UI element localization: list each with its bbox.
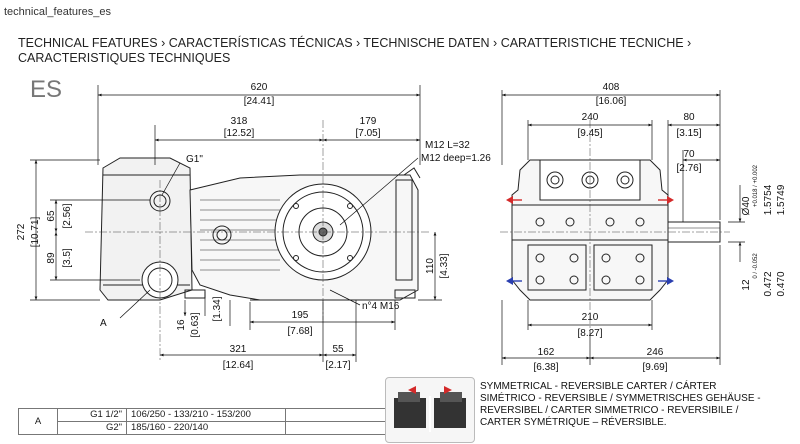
- dim-89-in: [3.5]: [62, 248, 73, 268]
- dim-272-in: [10.71]: [30, 216, 41, 247]
- label-m12-deep: M12 deep=1.26: [421, 153, 491, 164]
- dim-16-in: [0.63]: [190, 312, 201, 337]
- dim-70: 70: [683, 149, 695, 160]
- dim-195: 195: [292, 310, 309, 321]
- label-n4m16: n°4 M16: [362, 301, 400, 312]
- dim-55-in: [2.17]: [325, 360, 350, 371]
- dim-179-in: [7.05]: [355, 128, 380, 139]
- symmetrical-line: SIMÉTRICO - REVERSIBLE / SYMMETRISCHES G…: [480, 393, 761, 404]
- table-row: A G1 1/2" 106/250 - 133/210 - 153/200: [18, 408, 404, 435]
- dim-110: 110: [425, 258, 436, 274]
- dim-key-tol: 0 / -0.052: [753, 253, 759, 279]
- file-name: technical_features_es: [4, 6, 112, 18]
- series-name: ES: [30, 76, 63, 103]
- dim-210: 210: [582, 312, 599, 323]
- spec-table: A G1 1/2" 106/250 - 133/210 - 153/200 G2…: [18, 408, 404, 435]
- label-m12: M12 L=32: [425, 140, 470, 151]
- dim-key-in-b: 0.470: [776, 271, 787, 296]
- dim-408-in: [16.06]: [596, 96, 627, 107]
- dim-408: 408: [603, 82, 620, 93]
- dim-65-in: [2.56]: [62, 203, 73, 228]
- dim-620-in: [24.41]: [244, 96, 275, 107]
- spec-port: G1 1/2": [57, 408, 127, 422]
- dim-240-in: [9.45]: [577, 128, 602, 139]
- dim-34-in: [1.34]: [212, 296, 223, 321]
- dim-318: 318: [231, 116, 248, 127]
- dim-shaft-in-b: 1.5749: [776, 184, 787, 215]
- dim-key: 12: [741, 279, 752, 291]
- dim-key-in-a: 0.472: [763, 271, 774, 296]
- dim-80: 80: [683, 112, 695, 123]
- dim-110-in: [4.33]: [439, 253, 450, 278]
- symmetrical-line: CARTER SYMÉTRIQUE – RÉVERSIBLE.: [480, 417, 667, 428]
- dim-321-in: [12.64]: [223, 360, 254, 371]
- dim-620: 620: [251, 82, 268, 93]
- page-title: TECHNICAL FEATURES › CARACTERÍSTICAS TÉC…: [18, 36, 692, 65]
- dim-210-in: [8.27]: [577, 328, 602, 339]
- dim-16: 16: [176, 319, 187, 331]
- symmetrical-line: REVERSIBEL / CARTER SIMMETRICO - REVERSI…: [480, 405, 739, 416]
- dim-shaft-tol: +0.018 / +0.002: [753, 164, 759, 207]
- dim-shaft-in-a: 1.5754: [763, 184, 774, 215]
- spec-values: 185/160 - 220/140: [126, 421, 286, 435]
- dim-179: 179: [360, 116, 377, 127]
- dim-240: 240: [582, 112, 599, 123]
- symmetrical-note: SYMMETRICAL - REVERSIBLE CARTER / CÁRTER…: [480, 381, 800, 429]
- spec-port: G2": [57, 421, 127, 435]
- dim-162: 162: [538, 347, 555, 358]
- dim-shaft: Ø40: [741, 196, 752, 215]
- label-a: A: [100, 318, 107, 329]
- table-row: G2" 185/160 - 220/140: [19, 421, 404, 435]
- dim-70-in: [2.76]: [676, 163, 701, 174]
- dim-195-in: [7.68]: [287, 326, 312, 337]
- front-view: [511, 159, 721, 301]
- label-g1: G1": [186, 154, 203, 165]
- dim-318-in: [12.52]: [224, 128, 255, 139]
- dim-162-in: [6.38]: [533, 362, 558, 373]
- symmetrical-line: SYMMETRICAL - REVERSIBLE CARTER / CÁRTER: [480, 381, 717, 392]
- spec-empty: [285, 421, 404, 435]
- dim-272: 272: [16, 223, 27, 240]
- symmetrical-pump-icon: [385, 377, 475, 443]
- dim-89: 89: [46, 252, 57, 264]
- dim-246-in: [9.69]: [642, 362, 667, 373]
- dim-321: 321: [230, 344, 247, 355]
- side-view: [99, 157, 421, 301]
- spec-label: A: [18, 408, 58, 435]
- dim-80-in: [3.15]: [676, 128, 701, 139]
- dim-246: 246: [647, 347, 664, 358]
- spec-values: 106/250 - 133/210 - 153/200: [126, 408, 286, 422]
- dim-65: 65: [46, 210, 57, 222]
- dim-55: 55: [332, 344, 344, 355]
